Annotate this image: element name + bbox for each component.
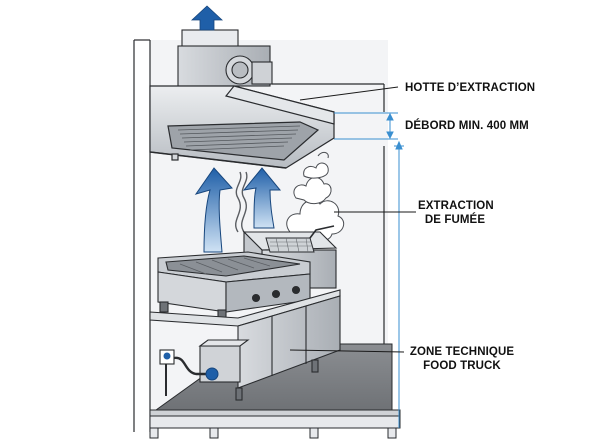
overhang-dimension (334, 112, 404, 428)
airflow-arrow-left (194, 167, 233, 253)
griddle (157, 251, 311, 319)
extraction-hood (149, 85, 335, 169)
label-zone-line1: ZONE TECHNIQUE (409, 346, 515, 358)
gas-valve-icon (163, 352, 219, 381)
chassis-beams (149, 415, 401, 439)
label-overhang: DÉBORD MIN. 400 MM (405, 120, 529, 132)
callout-leaders (289, 86, 416, 353)
label-smoke-line1: EXTRACTION (418, 200, 494, 212)
label-technical-zone: ZONE TECHNIQUE FOOD TRUCK (406, 345, 518, 373)
smoke-icon (286, 151, 345, 242)
label-smoke-line2: DE FUMÉE (424, 214, 486, 226)
label-hood: HOTTE D’EXTRACTION (405, 82, 536, 94)
steam-wisps (235, 171, 248, 233)
exhaust-arrow-icon (190, 5, 224, 31)
airflow-arrow-right (242, 167, 282, 229)
label-zone-line2: FOOD TRUCK (423, 360, 501, 372)
floor-edge (149, 409, 401, 417)
exhaust-fan (177, 29, 273, 87)
label-smoke-extraction: EXTRACTION DE FUMÉE (418, 199, 494, 227)
fryer-basket-icon (265, 225, 335, 253)
